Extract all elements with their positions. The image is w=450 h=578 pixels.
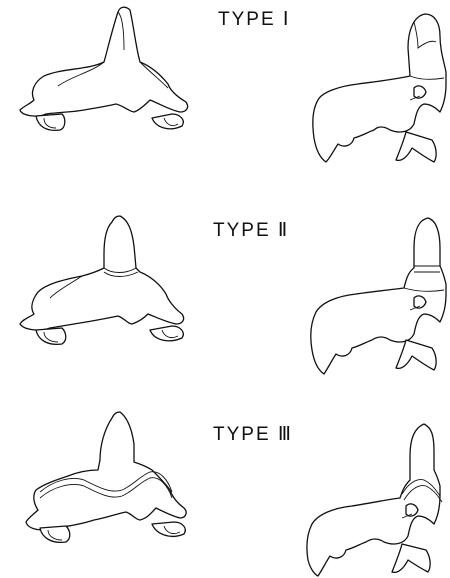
- type-2-lateral-view: [311, 218, 446, 374]
- type-2-label: TYPE Ⅱ: [213, 220, 289, 241]
- type-1-lateral-view: [313, 14, 446, 162]
- type-1-anterior-view: [20, 7, 188, 130]
- type-3-lateral-view: [307, 424, 442, 576]
- type-3-anterior-view: [26, 412, 186, 542]
- type-1-label: TYPE Ⅰ: [218, 9, 291, 30]
- panel-type-2: TYPE Ⅱ: [20, 216, 446, 374]
- type-3-label: TYPE Ⅲ: [213, 424, 293, 445]
- type-2-anterior-view: [20, 216, 184, 344]
- panel-type-3: TYPE Ⅲ: [26, 412, 442, 576]
- panel-type-1: TYPE Ⅰ: [20, 7, 446, 162]
